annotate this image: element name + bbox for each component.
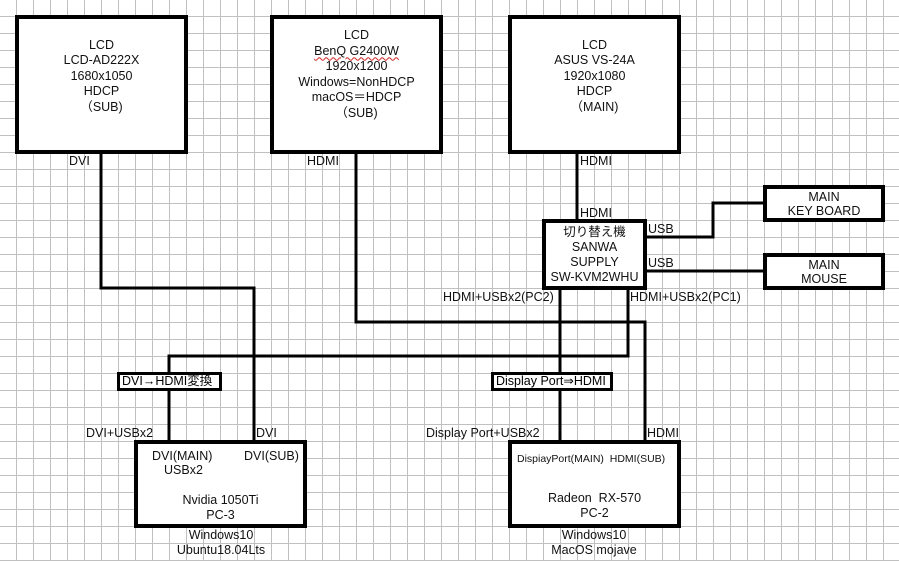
wire-switch-usb-keyboard <box>643 201 766 239</box>
pc3-gpu: Nvidia 1050Ti <box>182 493 259 507</box>
switch-brand-2: SUPPLY <box>570 254 619 269</box>
switch-usb-mouse-label: USB <box>648 256 674 270</box>
pc3-port-main: DVI(MAIN) <box>152 449 213 463</box>
pc3-os-1: Windows10 <box>188 528 254 542</box>
pc2-os-2: MacOS mojave <box>551 543 637 557</box>
switch-pc2-label: HDMI+USBx2(PC2) <box>443 290 554 304</box>
pc2-os-1: Windows10 <box>561 528 627 542</box>
monitor-resolution: 1920x1080 <box>563 68 626 83</box>
switch-usb-keyboard-label: USB <box>648 222 674 236</box>
pc2-gpu: Radeon RX-570 <box>547 491 642 505</box>
main-keyboard: MAIN KEY BOARD <box>763 185 885 222</box>
monitor-hdcp-windows: Windows=NonHDCP <box>298 74 415 89</box>
pc3-name: PC-3 <box>206 508 235 522</box>
pc2-cable-sub-label: HDMI <box>647 426 679 440</box>
pc2-name: PC-2 <box>580 506 609 520</box>
switch-pc1-label: HDMI+USBx2(PC1) <box>630 290 741 304</box>
main-mouse: MAIN MOUSE <box>763 253 885 290</box>
displayport-to-hdmi-adapter: Display Port⇒HDMI <box>491 372 613 391</box>
pc3-port-sub: DVI(SUB) <box>244 449 299 463</box>
monitor-hdcp: HDCP <box>576 84 613 99</box>
pc3-port-usb: USBx2 <box>164 463 203 477</box>
switch-type: 切り替え機 <box>563 224 626 239</box>
pc2-cable-main-label: Display Port+USBx2 <box>426 426 540 440</box>
monitor-resolution: 1680x1050 <box>70 68 133 83</box>
monitor-lcd-ad222x: LCD LCD-AD222X 1680x1050 HDCP （SUB) <box>15 15 188 154</box>
wire-switch-pc1-to-pc3-main <box>167 286 630 443</box>
adapter-label: Display Port⇒HDMI <box>496 374 606 388</box>
switch-input-label: HDMI <box>580 206 612 220</box>
monitor-hdcp: HDCP <box>83 84 120 99</box>
monitor-role: （SUB) <box>335 105 378 120</box>
monitor-type: LCD <box>581 37 607 52</box>
monitor-type: LCD <box>88 37 114 52</box>
kvm-switch: 切り替え機 SANWA SUPPLY SW-KVM2WHU <box>542 219 647 290</box>
monitor-role: （SUB) <box>80 99 123 114</box>
monitor-benq-g2400w: LCD BenQ G2400W 1920x1200 Windows=NonHDC… <box>270 15 443 154</box>
pc2: DispiayPort(MAIN) HDMI(SUB) Radeon RX-57… <box>508 440 681 528</box>
pc3-cable-sub-label: DVI <box>256 426 277 440</box>
pc3-cable-main-label: DVI+USBx2 <box>86 426 154 440</box>
wire-lcd2-hdmi-to-pc2-sub <box>354 150 647 443</box>
lcd3-port-label: HDMI <box>580 154 612 168</box>
monitor-asus-vs24a: LCD ASUS VS-24A 1920x1080 HDCP （MAIN) <box>508 15 681 154</box>
monitor-type: LCD <box>343 28 369 42</box>
keyboard-label: KEY BOARD <box>787 203 861 218</box>
adapter-label: DVI→HDMI変換 <box>122 374 213 388</box>
monitor-model: LCD-AD222X <box>63 53 140 68</box>
keyboard-role: MAIN <box>808 189 840 204</box>
monitor-hdcp-macos: macOS＝HDCP <box>311 90 402 104</box>
pc3-os-2: Ubuntu18.04Lts <box>176 543 266 557</box>
monitor-model: ASUS VS-24A <box>554 53 635 68</box>
wire-lcd1-dvi-to-pc3-sub <box>99 150 256 443</box>
monitor-resolution: 1920x1200 <box>325 59 388 73</box>
lcd1-port-label: DVI <box>69 154 90 168</box>
monitor-model: BenQ G2400W <box>314 43 399 58</box>
monitor-role: （MAIN) <box>570 99 619 114</box>
lcd2-port-label: HDMI <box>307 154 339 168</box>
dvi-to-hdmi-adapter: DVI→HDMI変換 <box>117 372 222 391</box>
pc3: DVI(MAIN) USBx2 DVI(SUB) Nvidia 1050Ti P… <box>134 440 307 528</box>
mouse-role: MAIN <box>808 257 840 272</box>
switch-model: SW-KVM2WHU <box>550 269 639 284</box>
pc2-ports: DispiayPort(MAIN) HDMI(SUB) <box>517 453 666 465</box>
switch-brand: SANWA <box>571 239 618 254</box>
connection-lines <box>99 150 766 443</box>
mouse-label: MOUSE <box>801 271 847 286</box>
